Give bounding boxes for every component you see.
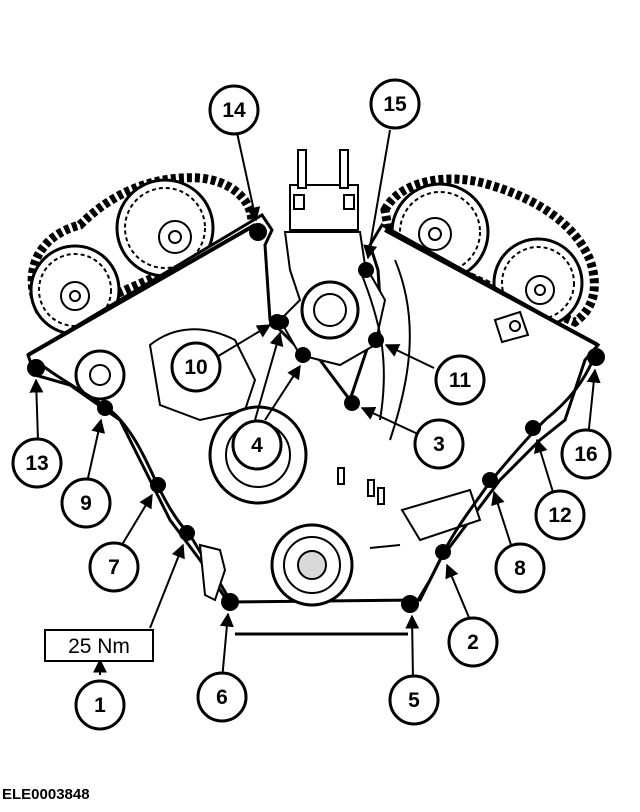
- water-pump-housing: [278, 149, 387, 367]
- left-lower-sprocket: [29, 244, 121, 336]
- callout-circles: 1 2 3 4 5 6 7 8 9 10 11 12 13 14 15 16: [11, 78, 612, 731]
- callout-9: 9: [60, 477, 112, 529]
- torque-spec-label: 25 Nm: [68, 635, 130, 658]
- svg-text:8: 8: [514, 557, 526, 580]
- svg-text:9: 9: [80, 492, 92, 515]
- svg-text:3: 3: [433, 433, 445, 456]
- bolt-13: [27, 359, 45, 377]
- leader-lines: [29, 127, 601, 681]
- svg-text:12: 12: [548, 504, 571, 527]
- svg-text:11: 11: [449, 369, 472, 392]
- bolt-11: [368, 332, 384, 348]
- left-upper-sprocket: [115, 178, 215, 278]
- callout-3: 3: [413, 418, 465, 470]
- callout-6: 6: [196, 671, 248, 723]
- svg-text:1: 1: [94, 694, 106, 717]
- svg-text:5: 5: [408, 689, 420, 712]
- svg-text:10: 10: [184, 356, 207, 379]
- bolt-7: [150, 477, 166, 493]
- bolt-markers: [27, 223, 605, 613]
- callout-12: 12: [534, 489, 586, 541]
- svg-text:13: 13: [25, 452, 48, 475]
- callout-8: 8: [494, 542, 546, 594]
- bolt-14: [249, 223, 267, 241]
- svg-text:2: 2: [467, 631, 479, 654]
- bolt-1: [179, 525, 195, 541]
- callout-13: 13: [11, 437, 63, 489]
- svg-text:16: 16: [574, 443, 597, 466]
- callout-15: 15: [369, 78, 421, 130]
- svg-text:6: 6: [216, 686, 228, 709]
- bolt-15: [358, 262, 374, 278]
- bolt-6: [221, 593, 239, 611]
- bolt-12: [525, 420, 541, 436]
- callout-1: 1: [74, 679, 126, 731]
- bolt-9: [97, 400, 113, 416]
- callout-14: 14: [208, 84, 260, 136]
- bolt-2: [435, 544, 451, 560]
- svg-text:4: 4: [251, 434, 263, 457]
- bolt-16: [587, 348, 605, 366]
- idler-pulley-upper: [74, 349, 126, 401]
- svg-text:15: 15: [383, 93, 407, 116]
- bolt-4b: [295, 347, 311, 363]
- reference-code: ELE0003848: [2, 786, 90, 803]
- callout-5: 5: [388, 674, 440, 726]
- callout-10: 10: [170, 341, 222, 393]
- bolt-8: [482, 472, 498, 488]
- svg-text:7: 7: [108, 556, 120, 579]
- bolt-10: [275, 315, 289, 329]
- bolt-5: [401, 595, 419, 613]
- callout-2: 2: [447, 616, 499, 668]
- crankshaft-seal: [270, 523, 354, 607]
- callout-16: 16: [560, 428, 612, 480]
- callout-11: 11: [434, 354, 486, 406]
- svg-text:14: 14: [222, 99, 246, 122]
- engine-drawing: [26, 149, 601, 636]
- callout-7: 7: [88, 541, 140, 593]
- bolt-3: [344, 395, 360, 411]
- callout-4: 4: [231, 419, 283, 471]
- torque-spec-box: 25 Nm: [44, 629, 154, 662]
